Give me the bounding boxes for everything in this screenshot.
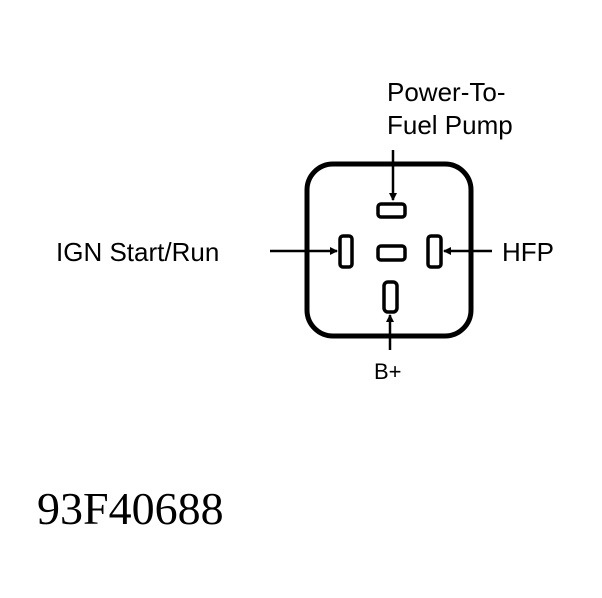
terminal-right [426,234,443,269]
figure-code: 93F40688 [37,483,224,534]
terminal-top [376,202,407,219]
label-b-plus: B+ [374,359,402,384]
label-ign-start-run: IGN Start/Run [56,237,219,267]
terminal-left [338,234,354,269]
terminal-center [376,244,407,262]
label-hfp: HFP [502,237,554,267]
label-power-to-fuel-pump-line1: Power-To- [387,77,505,107]
label-power-to-fuel-pump-line2: Fuel Pump [387,110,513,140]
terminal-bottom [382,280,399,314]
